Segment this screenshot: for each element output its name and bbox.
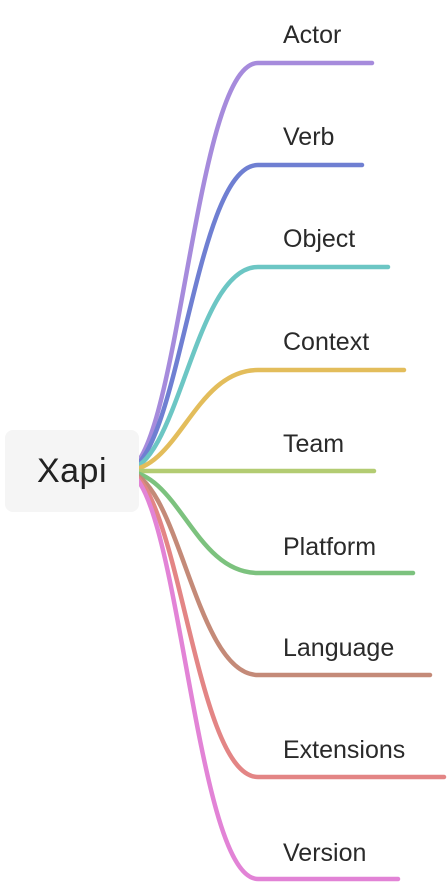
connector-platform <box>121 468 416 576</box>
branch-label-extensions[interactable]: Extensions <box>283 736 406 764</box>
connector-verb <box>121 162 365 474</box>
branch-label-version[interactable]: Version <box>283 839 367 867</box>
branch-label-language[interactable]: Language <box>283 634 395 662</box>
branch-label-verb[interactable]: Verb <box>283 123 335 151</box>
root-topic-label: Xapi <box>36 451 108 490</box>
connector-actor <box>121 60 375 474</box>
branch-label-platform[interactable]: Platform <box>283 533 377 561</box>
connector-object <box>121 264 391 474</box>
branch-label-object[interactable]: Object <box>283 225 356 253</box>
branch-label-actor[interactable]: Actor <box>283 21 342 49</box>
connector-extensions <box>121 468 447 780</box>
root-topic[interactable]: Xapi <box>5 430 139 512</box>
branch-label-context[interactable]: Context <box>283 328 370 356</box>
connector-context <box>121 367 407 474</box>
branch-label-team[interactable]: Team <box>283 430 345 458</box>
connector-language <box>121 468 433 678</box>
connector-version <box>121 468 401 882</box>
